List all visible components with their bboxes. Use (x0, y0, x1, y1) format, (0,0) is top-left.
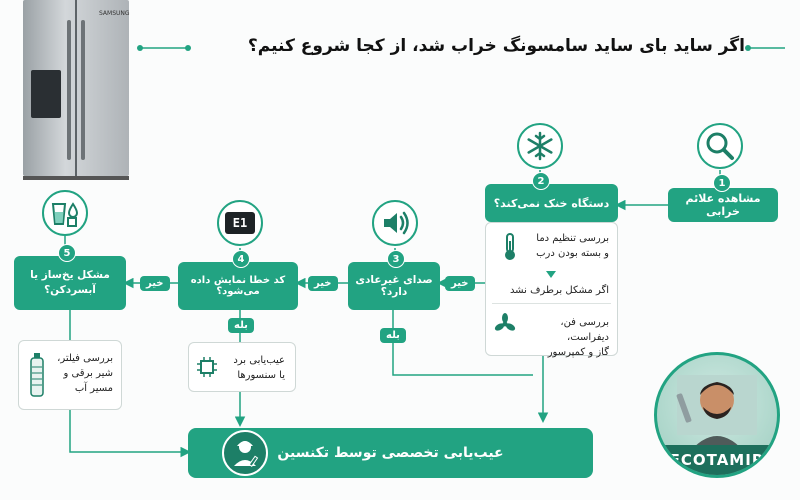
error-code-text: E1 (225, 212, 255, 234)
page-title: اگر ساید بای ساید سامسونگ خراب شد، از کج… (247, 36, 745, 56)
technician-icon (222, 430, 268, 476)
check-fan-line-1: بررسی فن، دیفراست، (560, 317, 609, 343)
step-3-yes-tag: بله (380, 328, 406, 343)
brand-badge: ECOTAMIR (654, 352, 780, 478)
snowflake-icon (517, 123, 563, 169)
step-4-box: کد خطا نمایش داده می‌شود؟ (178, 262, 298, 310)
step-3-no-tag: خیر (308, 276, 338, 291)
step-4-no-tag: خیر (140, 276, 170, 291)
filter-check-line-1: بررسی فیلتر، (57, 353, 113, 364)
water-ice-icon (42, 190, 88, 236)
step-3-badge: 3 (387, 250, 405, 268)
step-2-box: دستگاه خنک نمی‌کند؟ (485, 184, 618, 222)
filter-check-line-2: شیر برقی و (63, 368, 113, 379)
step-1-badge: 1 (713, 174, 731, 192)
step-2-badge: 2 (532, 172, 550, 190)
speaker-icon (372, 200, 418, 246)
fan-icon (494, 313, 516, 335)
error-display-icon: E1 (217, 200, 263, 246)
step-5-label: مشکل یخ‌ساز یا آبسردکن؟ (30, 269, 110, 296)
filter-check-line-3: مسیر آب (74, 383, 113, 394)
check-unresolved-text: اگر مشکل برطرف نشد (509, 285, 609, 296)
step-4-label: کد خطا نمایش داده می‌شود؟ (190, 275, 286, 297)
step-2-label: دستگاه خنک نمی‌کند؟ (493, 196, 610, 210)
step-1-label: مشاهده علائم خرابی (685, 192, 761, 218)
chip-icon (197, 357, 217, 377)
step-4-badge: 4 (232, 250, 250, 268)
check-temp-line-1: بررسی تنظیم دما (536, 233, 609, 244)
step-3-label: صدای غیرعادی دارد؟ (355, 274, 433, 298)
step-5-badge: 5 (58, 244, 76, 262)
triangle-down-icon (546, 271, 556, 278)
step-3-box: صدای غیرعادی دارد؟ (348, 262, 440, 310)
fridge-brand-label: SAMSUNG (99, 10, 130, 17)
step-5-box: مشکل یخ‌ساز یا آبسردکن؟ (14, 256, 126, 310)
step-2-no-tag: خیر (445, 276, 475, 291)
check-fan-line-2: گاز و کمپرسور (547, 347, 609, 358)
brand-name: ECOTAMIR (657, 445, 777, 475)
step-4-yes-tag: بله (228, 318, 254, 333)
step-5-check-card: بررسی فیلتر، شیر برقی و مسیر آب (18, 340, 122, 410)
magnifier-icon (697, 123, 743, 169)
check-temp-line-2: و بسته بودن درب (536, 248, 609, 259)
refrigerator-illustration: SAMSUNG (15, 0, 137, 180)
thermometer-icon (503, 233, 517, 261)
final-label: عیب‌یابی تخصصی توسط تکنسین (277, 445, 504, 461)
water-filter-icon (29, 353, 45, 399)
step-4-check-card: عیب‌یابی برد یا سنسورها (188, 342, 296, 392)
step-1-box: مشاهده علائم خرابی (668, 188, 778, 222)
step-2-checks-card: بررسی تنظیم دما و بسته بودن درب اگر مشکل… (485, 222, 618, 358)
board-check-line-2: یا سنسورها (237, 370, 285, 381)
board-check-line-1: عیب‌یابی برد (233, 355, 285, 366)
